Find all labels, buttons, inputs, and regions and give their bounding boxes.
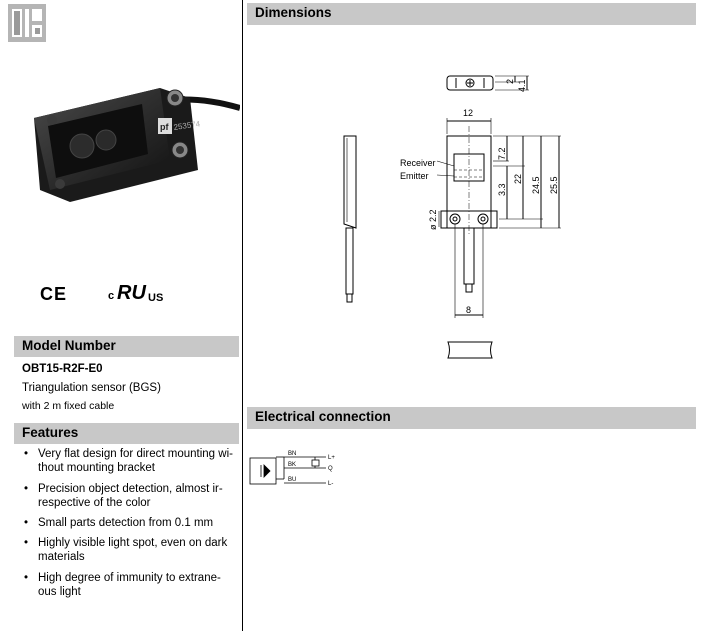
wire-bu: BU xyxy=(288,477,296,483)
dim-25-5: 25.5 xyxy=(549,176,559,194)
dim-7-2: 7.2 xyxy=(497,147,507,160)
column-divider xyxy=(242,0,243,631)
feature-item: • Precision object detection, almost ir-… xyxy=(24,483,223,509)
emitter-label: Emitter xyxy=(400,171,429,181)
terminal-lminus: L- xyxy=(328,481,333,487)
dim-hole: ø 2.2 xyxy=(428,209,438,230)
dimensions-header: Dimensions xyxy=(247,3,696,25)
ce-mark-icon: CE xyxy=(40,284,68,304)
photo-label: 253574 xyxy=(173,119,201,132)
electrical-connection-header: Electrical connection xyxy=(247,407,696,429)
wire-bn: BN xyxy=(288,451,296,457)
product-photo: pf 253574 xyxy=(20,80,241,220)
wiring-diagram: BN BK BU L+ Q L- xyxy=(249,451,335,487)
dim-4-1: 4.1 xyxy=(517,79,527,92)
dim-24-5: 24.5 xyxy=(531,176,541,194)
model-number: OBT15-R2F-E0 xyxy=(22,363,103,375)
dim-8: 8 xyxy=(466,305,471,315)
feature-item: • High degree of immunity to extrane-ous… xyxy=(24,572,221,598)
svg-text:pf: pf xyxy=(160,122,169,132)
brand-logo-icon xyxy=(8,4,46,42)
wire-bk: BK xyxy=(288,462,296,468)
terminal-q: Q xyxy=(328,466,333,472)
receiver-label: Receiver xyxy=(400,158,436,168)
dim-3-3: 3.3 xyxy=(497,183,507,196)
product-description: Triangulation sensor (BGS) xyxy=(22,382,161,394)
terminal-lplus: L+ xyxy=(328,455,335,461)
dimension-drawing: 2 4.1 12 7.2 3.3 22 24.5 25.5 Receiver E… xyxy=(343,75,561,359)
feature-item: • Highly visible light spot, even on dar… xyxy=(24,537,228,563)
dim-22: 22 xyxy=(513,174,523,184)
feature-item: • Very flat design for direct mounting w… xyxy=(24,448,233,474)
cable-info: with 2 m fixed cable xyxy=(22,400,115,412)
features-header: Features xyxy=(14,423,239,444)
model-number-header: Model Number xyxy=(14,336,239,357)
dim-2: 2 xyxy=(505,79,515,84)
feature-item: • Small parts detection from 0.1 mm xyxy=(24,517,214,529)
dim-12: 12 xyxy=(463,108,473,118)
ul-mark-icon: c RU US xyxy=(108,282,164,304)
